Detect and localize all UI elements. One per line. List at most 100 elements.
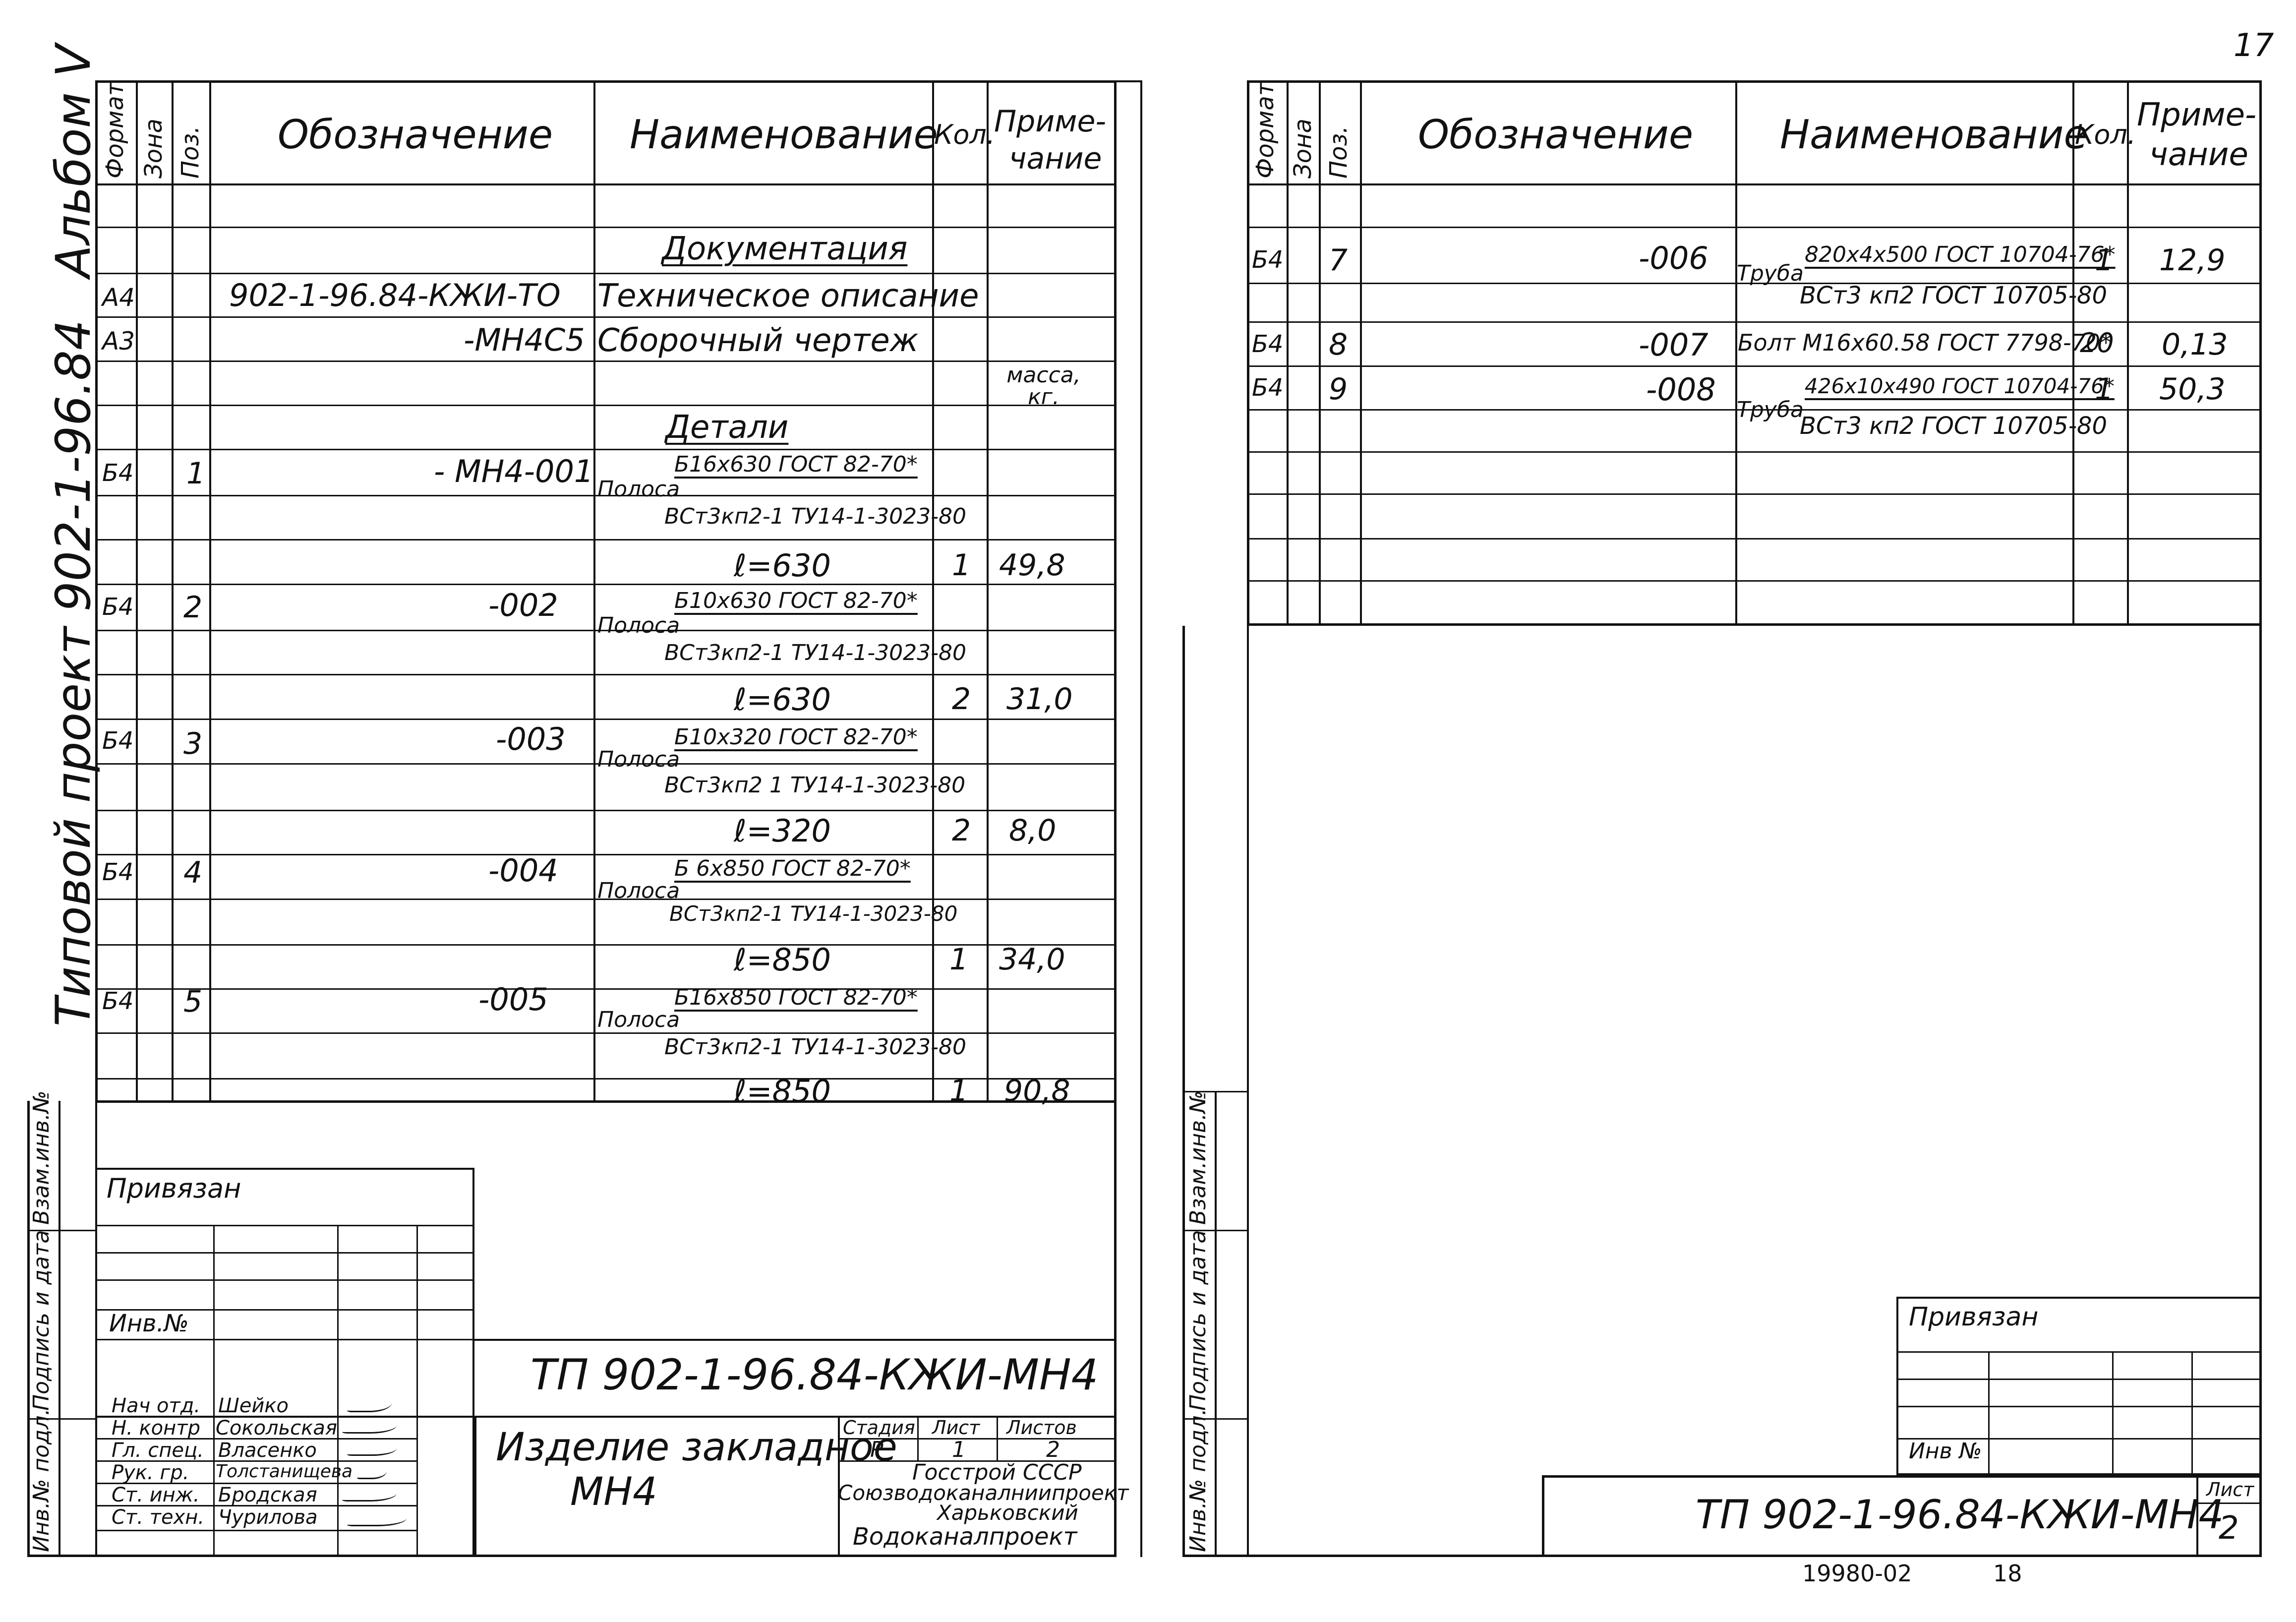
- part1-pos: 1: [186, 456, 206, 491]
- org-line1: Госстрой СССР: [912, 1460, 1082, 1485]
- doc1-name: Техническое описание: [597, 278, 979, 314]
- r7-line2: ВСт3 кп2 ГОСТ 10705-80: [1800, 282, 2108, 309]
- left-title-line1: Изделие закладное: [496, 1425, 897, 1470]
- header-note-1: Приме-: [994, 104, 1107, 139]
- signature-1: [347, 1393, 392, 1412]
- left-side-sign-label: Подпись и дата: [29, 1230, 54, 1411]
- right-code-box: [1542, 1475, 2262, 1557]
- part2-mass: 31,0: [1006, 682, 1073, 717]
- r-header-name: Наименование: [1780, 112, 2088, 158]
- part4-line1: Б 6х850 ГОСТ 82-70*: [674, 856, 911, 881]
- right-drawing-code: ТП 902-1-96.84-КЖИ-МН4: [1696, 1492, 2224, 1538]
- signer6-role: Ст. техн.: [112, 1506, 205, 1529]
- header-name: Наименование: [630, 112, 938, 158]
- r-header-pos: Поз.: [1325, 125, 1353, 179]
- part3-line1: Б10х320 ГОСТ 82-70*: [674, 724, 918, 750]
- part3-pos: 3: [183, 726, 203, 761]
- signer3-name: Власенко: [218, 1439, 317, 1462]
- left-inv-no: Инв.№: [109, 1310, 189, 1337]
- part2-length: ℓ=630: [734, 681, 831, 718]
- signer1-role: Нач отд.: [112, 1394, 201, 1417]
- header-qty: Кол.: [934, 119, 996, 150]
- bottom-page: 18: [1993, 1560, 2022, 1587]
- right-sheet-value: 2: [2219, 1510, 2239, 1547]
- part2-qty: 2: [952, 682, 971, 717]
- r-header-zone: Зона: [1289, 119, 1317, 179]
- r7-prefix: Труба: [1737, 261, 1804, 286]
- part2-designation: -002: [488, 587, 558, 623]
- r7-mass: 12,9: [2159, 243, 2226, 278]
- bottom-code: 19980-02: [1802, 1560, 1912, 1587]
- org-line2: Союзводоканалниипроект: [838, 1481, 1129, 1505]
- part4-prefix: Полоса: [597, 878, 680, 903]
- stage-value: Р: [870, 1437, 883, 1462]
- signer5-name: Бродская: [218, 1484, 317, 1506]
- part4-line2: ВСт3кп2-1 ТУ14-1-3023-80: [669, 901, 958, 926]
- part3-qty: 2: [952, 813, 971, 848]
- signature-6: [347, 1510, 407, 1526]
- signer2-role: Н. контр: [112, 1417, 200, 1440]
- signer5-role: Ст. инж.: [112, 1484, 200, 1506]
- part5-format: Б4: [102, 987, 134, 1015]
- sheets-label: Листов: [1006, 1417, 1077, 1439]
- signature-3: [347, 1441, 397, 1456]
- r8-qty: 20: [2080, 327, 2114, 359]
- right-sheet-label: Лист: [2206, 1479, 2254, 1501]
- sheet-label: Лист: [932, 1417, 980, 1439]
- part1-line1: Б16х630 ГОСТ 82-70*: [674, 452, 918, 477]
- part2-format: Б4: [102, 593, 134, 621]
- signature-4: [357, 1463, 387, 1479]
- part1-line2: ВСт3кп2-1 ТУ14-1-3023-80: [664, 504, 966, 529]
- part4-format: Б4: [102, 858, 134, 886]
- left-side-inv-label: Инв.№ подл.: [29, 1408, 54, 1552]
- r9-designation: -008: [1646, 371, 1716, 408]
- doc2-name: Сборочный чертеж: [597, 322, 919, 359]
- part5-pos: 5: [183, 984, 203, 1019]
- r7-line1: 820х4х500 ГОСТ 10704-76*: [1805, 242, 2116, 267]
- signer4-role: Рук. гр.: [112, 1461, 189, 1484]
- header-note-2: чание: [1009, 141, 1102, 176]
- r7-qty: 1: [2095, 243, 2114, 278]
- header-format: Формат: [101, 82, 129, 179]
- part3-mass: 8,0: [1009, 813, 1057, 848]
- r9-line1: 426х10х490 ГОСТ 10704-76*: [1805, 374, 2115, 398]
- part3-prefix: Полоса: [597, 747, 680, 772]
- r8-pos: 8: [1329, 327, 1348, 362]
- part4-qty: 1: [949, 942, 969, 977]
- part2-line2: ВСт3кп2-1 ТУ14-1-3023-80: [664, 640, 966, 665]
- left-drawing-code: ТП 902-1-96.84-КЖИ-МН4: [530, 1350, 1099, 1400]
- r8-designation: -007: [1639, 327, 1708, 363]
- signer3-role: Гл. спец.: [112, 1439, 204, 1462]
- part3-line2: ВСт3кп2 1 ТУ14-1-3023-80: [664, 773, 966, 798]
- r9-qty: 1: [2095, 372, 2114, 407]
- part4-pos: 4: [183, 855, 203, 890]
- part4-mass: 34,0: [999, 942, 1065, 977]
- left-stamp-frame: [27, 1101, 1117, 1557]
- left-side-replace-label: Взам.инв.№: [29, 1090, 54, 1225]
- r-header-format: Формат: [1251, 82, 1279, 179]
- header-zone: Зона: [140, 119, 168, 179]
- part3-length: ℓ=320: [734, 813, 831, 849]
- part2-pos: 2: [183, 590, 203, 625]
- r8-mass: 0,13: [2162, 327, 2228, 362]
- header-designation: Обозначение: [278, 112, 553, 158]
- signer4-name: Толстанищева: [216, 1461, 353, 1482]
- part5-line1: Б16х850 ГОСТ 82-70*: [674, 985, 918, 1010]
- r8-format: Б4: [1252, 330, 1284, 358]
- right-inv-no: Инв №: [1909, 1439, 1982, 1464]
- stage-label: Стадия: [843, 1417, 915, 1439]
- right-privyazan-box: [1896, 1297, 2262, 1475]
- page-number: 17: [2234, 27, 2274, 64]
- sheets-value: 2: [1046, 1437, 1060, 1462]
- org-line3: Харьковский: [937, 1501, 1078, 1525]
- r9-pos: 9: [1329, 372, 1348, 407]
- signature-2: [342, 1417, 397, 1434]
- left-privyazan: Привязан: [107, 1173, 241, 1204]
- r-header-note-2: чание: [2149, 136, 2248, 173]
- doc2-designation: -МН4С5: [464, 322, 585, 358]
- signature-5: [342, 1485, 397, 1502]
- signer6-name: Чурилова: [218, 1506, 318, 1529]
- r7-designation: -006: [1639, 240, 1708, 276]
- r8-name: Болт М16х60.58 ГОСТ 7798-70*: [1738, 329, 2112, 356]
- part1-designation: - МН4-001: [434, 453, 594, 489]
